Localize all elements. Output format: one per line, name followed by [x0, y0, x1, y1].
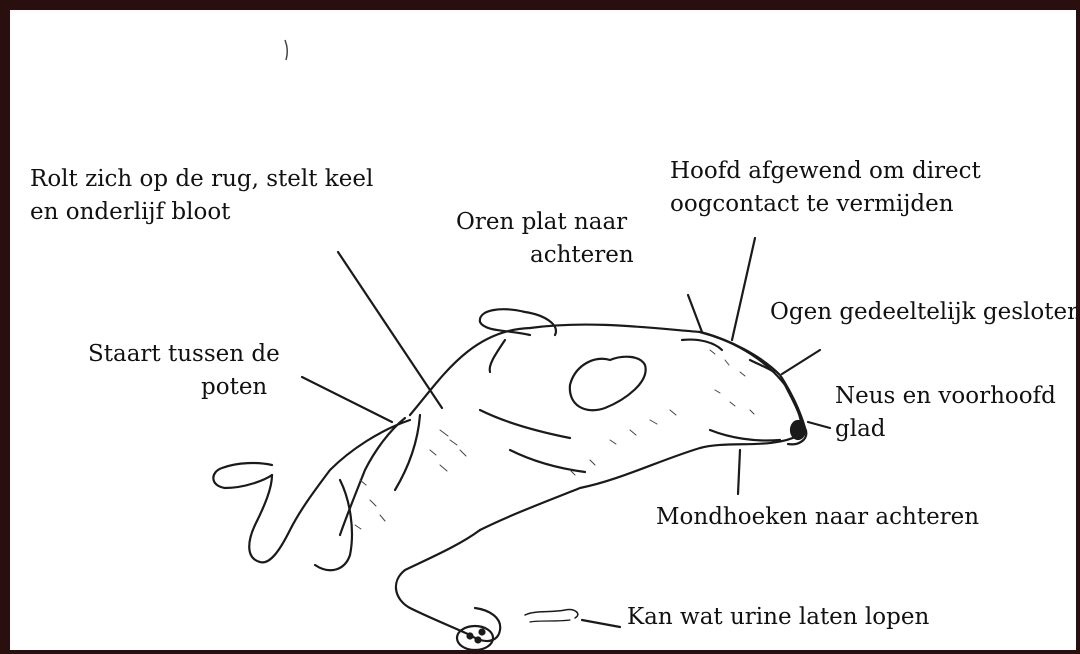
urine-mark-2 [530, 620, 570, 622]
label-line: Mondhoeken naar achteren [656, 501, 979, 534]
leader-line-eyes [782, 350, 820, 374]
submissive-dog-drawing [213, 309, 806, 650]
label-line: Neus en voorhoofd [835, 380, 1056, 413]
label-line: Staart tussen de [88, 338, 280, 371]
tail [340, 418, 405, 535]
paw-pad-2 [476, 638, 481, 643]
paw-pad-1 [468, 634, 473, 639]
front-paw-lower [570, 357, 646, 411]
ear [682, 340, 722, 350]
hind-leg-raised [249, 420, 410, 562]
hind-paw-raised [213, 463, 272, 488]
label-line: en onderlijf bloot [30, 196, 373, 229]
label-line: Rolt zich op de rug, stelt keel [30, 163, 373, 196]
label-line: glad [835, 413, 1056, 446]
label-line: Oren plat naar [456, 206, 634, 239]
body-outline [410, 325, 801, 530]
label-mouth-corners: Mondhoeken naar achteren [656, 501, 979, 534]
hind-leg-lower [396, 530, 500, 641]
dog-illustration [10, 10, 1080, 654]
leader-line-tail [302, 377, 392, 422]
label-line: Ogen gedeeltelijk gesloten [770, 296, 1080, 329]
label-ears-flat: Oren plat naar achteren [456, 206, 634, 272]
belly-line-2 [510, 450, 585, 472]
label-line: Hoofd afgewend om direct [670, 155, 981, 188]
label-tail-between-legs: Staart tussen de poten [88, 338, 280, 404]
front-leg-upper [490, 340, 505, 372]
leader-line-urine [582, 620, 620, 627]
label-line: poten [88, 371, 280, 404]
thigh-shading [315, 480, 352, 570]
label-eyes-closed: Ogen gedeeltelijk gesloten [770, 296, 1080, 329]
label-line: Kan wat urine laten lopen [627, 601, 929, 634]
urine-mark [525, 610, 578, 618]
leader-line-nose [808, 422, 830, 428]
leader-line-ears [688, 295, 702, 332]
paw-pad-3 [480, 630, 485, 635]
stray-mark [285, 40, 287, 60]
label-head-turned: Hoofd afgewend om direct oogcontact te v… [670, 155, 981, 221]
leader-line-mouth [738, 450, 740, 494]
front-paw-upper [480, 309, 556, 335]
label-line: oogcontact te vermijden [670, 188, 981, 221]
leader-line-rolls-on-back [338, 252, 442, 408]
mouth-line [710, 430, 780, 441]
label-nose-forehead: Neus en voorhoofd glad [835, 380, 1056, 446]
belly-line [480, 410, 570, 438]
label-rolls-on-back: Rolt zich op de rug, stelt keel en onder… [30, 163, 373, 229]
label-line: achteren [456, 239, 634, 272]
leader-line-head [732, 238, 755, 340]
tail-inner [395, 415, 420, 490]
label-urine: Kan wat urine laten lopen [627, 601, 929, 634]
nose [791, 421, 805, 439]
